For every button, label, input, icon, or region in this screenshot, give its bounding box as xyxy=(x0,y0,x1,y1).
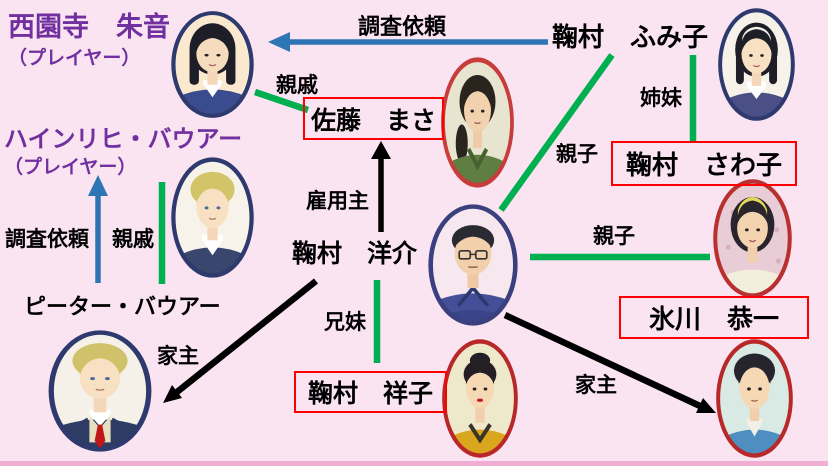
player-heinrich-name: ハインリヒ・バウアー xyxy=(4,125,243,153)
character-sawako-box: 鞠村 さわ子 xyxy=(611,141,797,186)
label-relative-top: 親戚 xyxy=(276,73,318,97)
arrow-landlord-yosuke-kyoichi xyxy=(503,312,716,413)
character-fumiko-name: 鞠村 ふみ子 xyxy=(552,23,709,53)
label-relative-left: 親戚 xyxy=(112,227,154,251)
label-investigation-request-top: 調査依頼 xyxy=(358,15,447,40)
character-shoko-box: 鞠村 祥子 xyxy=(294,371,447,413)
portrait-shoko xyxy=(442,339,518,458)
portrait-sawako xyxy=(713,179,792,298)
label-landlord-left: 家主 xyxy=(157,344,199,368)
arrow-investigation-fumiko-akane xyxy=(268,32,548,52)
portrait-peter xyxy=(48,330,152,452)
portrait-yosuke xyxy=(428,204,518,326)
portrait-kyoichi xyxy=(716,339,793,458)
label-employer: 雇用主 xyxy=(306,189,369,213)
arrow-employer-yosuke-masa xyxy=(371,141,391,232)
label-parent-child-fumiko: 親子 xyxy=(556,142,598,166)
label-landlord-right: 家主 xyxy=(575,373,617,397)
line-parent-fumiko-yosuke xyxy=(498,53,615,212)
character-masa-box: 佐藤 まさ xyxy=(303,97,444,140)
player-akane-role: （プレイヤー） xyxy=(8,47,141,69)
player-heinrich-role: （プレイヤー） xyxy=(4,156,137,178)
bottom-edge-strip xyxy=(0,461,828,466)
character-peter-name: ピーター・バウアー xyxy=(24,295,221,320)
character-yosuke-name: 鞠村 洋介 xyxy=(292,239,418,268)
label-investigation-request-left: 調査依頼 xyxy=(5,227,89,251)
label-parent-child-sawako: 親子 xyxy=(593,224,635,248)
arrow-landlord-yosuke-peter xyxy=(163,278,319,403)
player-akane-name: 西園寺 朱音 xyxy=(8,12,170,43)
portrait-fumiko xyxy=(718,8,795,121)
character-kyoichi-box: 氷川 恭一 xyxy=(619,296,809,339)
arrow-investigation-peter-heinrich xyxy=(88,175,108,283)
line-relative-akane-masa xyxy=(253,88,310,114)
portrait-akane xyxy=(171,11,254,118)
label-sisters: 姉妹 xyxy=(640,86,682,110)
label-siblings: 兄妹 xyxy=(324,310,366,334)
portrait-heinrich xyxy=(171,157,254,278)
portrait-masa xyxy=(441,57,514,188)
